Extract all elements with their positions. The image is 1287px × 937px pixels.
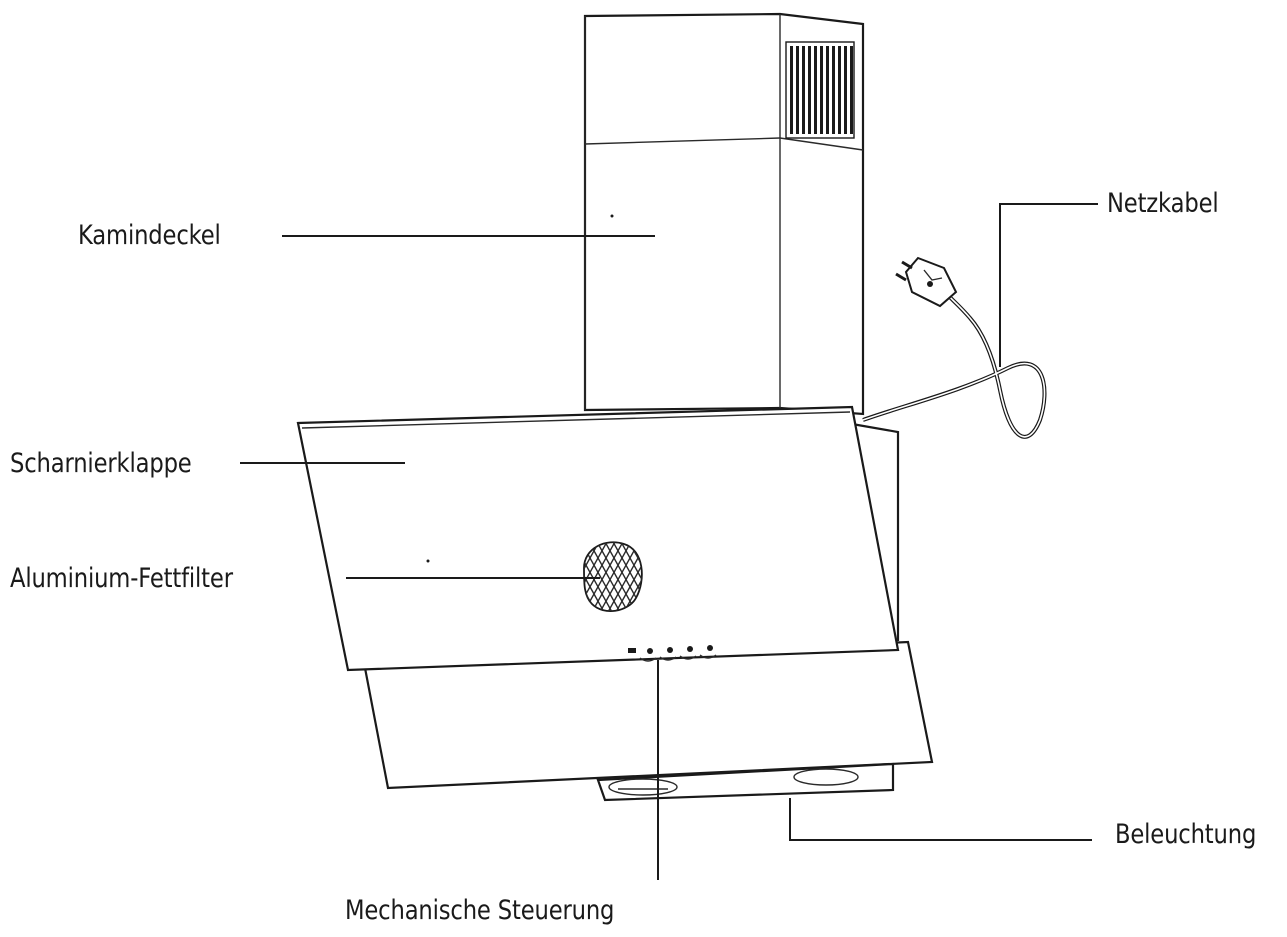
- label-fettfilter: Aluminium-Fettfilter: [10, 563, 233, 594]
- power-cable: [862, 290, 1047, 439]
- hinge-flap-glass: [296, 405, 900, 672]
- vent-grille-icon: [785, 41, 855, 139]
- control-buttons: [628, 645, 717, 662]
- vent-slot: [802, 46, 805, 134]
- filter-mesh-line: [587, 542, 629, 612]
- filter-mesh-line: [623, 542, 642, 612]
- label-netzkabel: Netzkabel: [1107, 188, 1219, 219]
- filter-mesh-line: [615, 542, 642, 612]
- filter-mesh-line: [619, 542, 642, 612]
- vent-slot: [814, 46, 817, 134]
- vent-slot: [850, 46, 853, 134]
- filter-mesh-line: [591, 542, 633, 612]
- leader-lines: [240, 203, 1098, 880]
- filter-mesh-line: [584, 542, 597, 612]
- vent-slot: [844, 46, 847, 134]
- vent-slot: [838, 46, 841, 134]
- vent-slot: [790, 46, 793, 134]
- filter-mesh-line: [584, 542, 617, 612]
- vent-slot: [796, 46, 799, 134]
- filter-mesh-line: [584, 542, 601, 612]
- filter-mesh-line: [595, 542, 637, 612]
- vent-slot: [808, 46, 811, 134]
- filter-mesh-line: [584, 542, 625, 612]
- vent-slot: [832, 46, 835, 134]
- leader-netzkabel: [999, 203, 1098, 367]
- filter-mesh-line: [611, 542, 642, 612]
- label-scharnierklappe: Scharnierklappe: [10, 448, 192, 479]
- label-kamindeckel: Kamindeckel: [78, 220, 221, 251]
- vent-slot: [826, 46, 829, 134]
- filter-mesh-line: [584, 542, 609, 612]
- vent-slot: [820, 46, 823, 134]
- power-plug-icon: [895, 256, 958, 308]
- leader-beleuchtung: [789, 798, 1092, 841]
- filter-mesh-line: [584, 542, 605, 612]
- filter-mesh-line: [627, 542, 642, 612]
- label-steuerung: Mechanische Steuerung: [345, 895, 615, 926]
- filter-mesh-line: [584, 542, 613, 612]
- hood-lower-housing: [363, 640, 934, 802]
- filter-mesh-line: [599, 542, 641, 612]
- label-beleuchtung: Beleuchtung: [1115, 819, 1257, 850]
